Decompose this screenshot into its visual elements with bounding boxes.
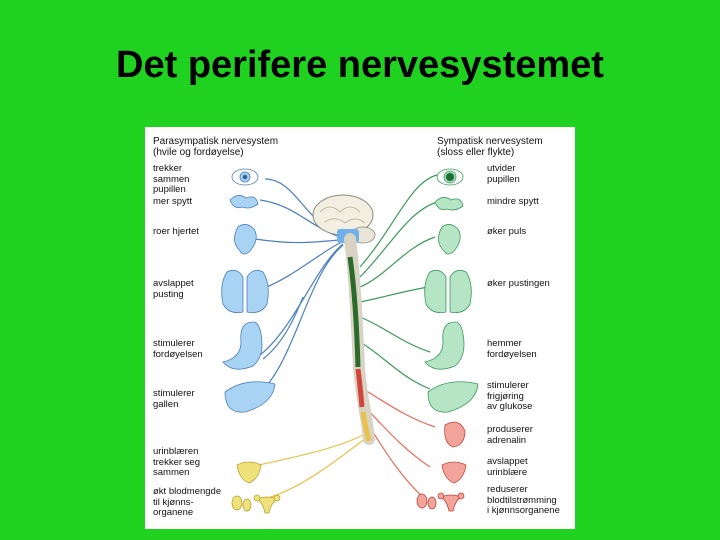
symp-label-heart: øker puls (487, 226, 527, 237)
symp-nerve-lines (359, 174, 438, 390)
para-eye-icon (231, 168, 259, 186)
para-nerve-bladder (249, 434, 364, 468)
symp-title: Sympatisk nervesystem (437, 136, 543, 147)
symp-label-lungs: øker pustingen (487, 278, 550, 289)
symp-stomach-icon (424, 321, 465, 370)
para-liver-icon (224, 381, 276, 413)
para-label-bladder: urinblæren trekker seg sammen (153, 446, 200, 478)
nervous-system-diagram: Parasympatisk nervesystem (hvile og ford… (145, 127, 575, 529)
symp-nerve-lung (359, 286, 429, 303)
para-label-lungs: avslappet pusting (153, 278, 194, 300)
para-lungs-icon (221, 269, 269, 314)
para-label-genitals: økt blodmengde til kjønns- organene (153, 486, 222, 518)
symp-genitals-icon (416, 492, 465, 512)
symp-nerve-stomach (359, 316, 431, 353)
para-bladder-icon (236, 461, 262, 484)
symp-label-digestion: hemmer fordøyelsen (487, 338, 537, 360)
para-label-bile: stimulerer gallen (153, 388, 195, 410)
para-lower-organs (231, 461, 281, 514)
para-stomach-icon (222, 321, 263, 370)
symp-organs (424, 168, 479, 413)
para-label-saliva: mer spytt (153, 196, 193, 207)
diagram-artwork (221, 168, 479, 514)
para-subtitle: (hvile og fordøyelse) (153, 147, 244, 158)
para-genitals-icon (231, 494, 281, 514)
symp-liver-icon (427, 381, 479, 413)
para-salivary-gland-icon (229, 195, 259, 209)
symp-label-saliva: mindre spytt (487, 196, 539, 207)
spinal-cord (344, 233, 375, 445)
symp-label-bladder: avslappet urinblære (487, 456, 528, 478)
symp-nerve-salivary (359, 201, 438, 278)
para-nerve-gut-branch (262, 296, 304, 360)
brain (312, 194, 376, 244)
symp-nerve-liver (359, 341, 431, 390)
symp-nerve-eye (359, 174, 438, 268)
para-nerve-liver (254, 244, 344, 398)
symp-subtitle: (sloss eller flykte) (437, 147, 515, 158)
symp-label-glucose: stimulerer frigjøring av glukose (487, 380, 533, 412)
symp-lungs-icon (424, 269, 472, 314)
symp-adrenal-icon (444, 421, 466, 448)
symp-eye-icon (436, 168, 464, 186)
symp-label-genitals: reduserer blodtilstrømming i kjønnsorgan… (487, 484, 560, 516)
slide-title: Det perifere nervesystemet (116, 44, 604, 86)
symp-salivary-gland-icon (434, 197, 464, 211)
para-nerve-genitals (264, 438, 366, 500)
para-heart-icon (234, 224, 257, 255)
para-nerve-heart (254, 238, 341, 244)
para-sacral-lines (249, 434, 366, 500)
symp-label-adrenaline: produserer adrenalin (487, 424, 533, 446)
symp-label-pupil: utvider pupillen (487, 163, 520, 185)
symp-heart-icon (438, 224, 461, 255)
para-nerve-stomach (259, 243, 344, 356)
para-organs (221, 168, 276, 413)
para-label-heart: roer hjertet (153, 226, 199, 237)
symp-nerve-heart (359, 236, 436, 288)
para-label-digestion: stimulerer fordøyelsen (153, 338, 203, 360)
para-label-pupil: trekker sammen pupillen (153, 163, 190, 195)
symp-bladder-icon (441, 461, 467, 484)
symp-lower-organs (416, 421, 467, 512)
para-title: Parasympatisk nervesystem (153, 136, 279, 147)
